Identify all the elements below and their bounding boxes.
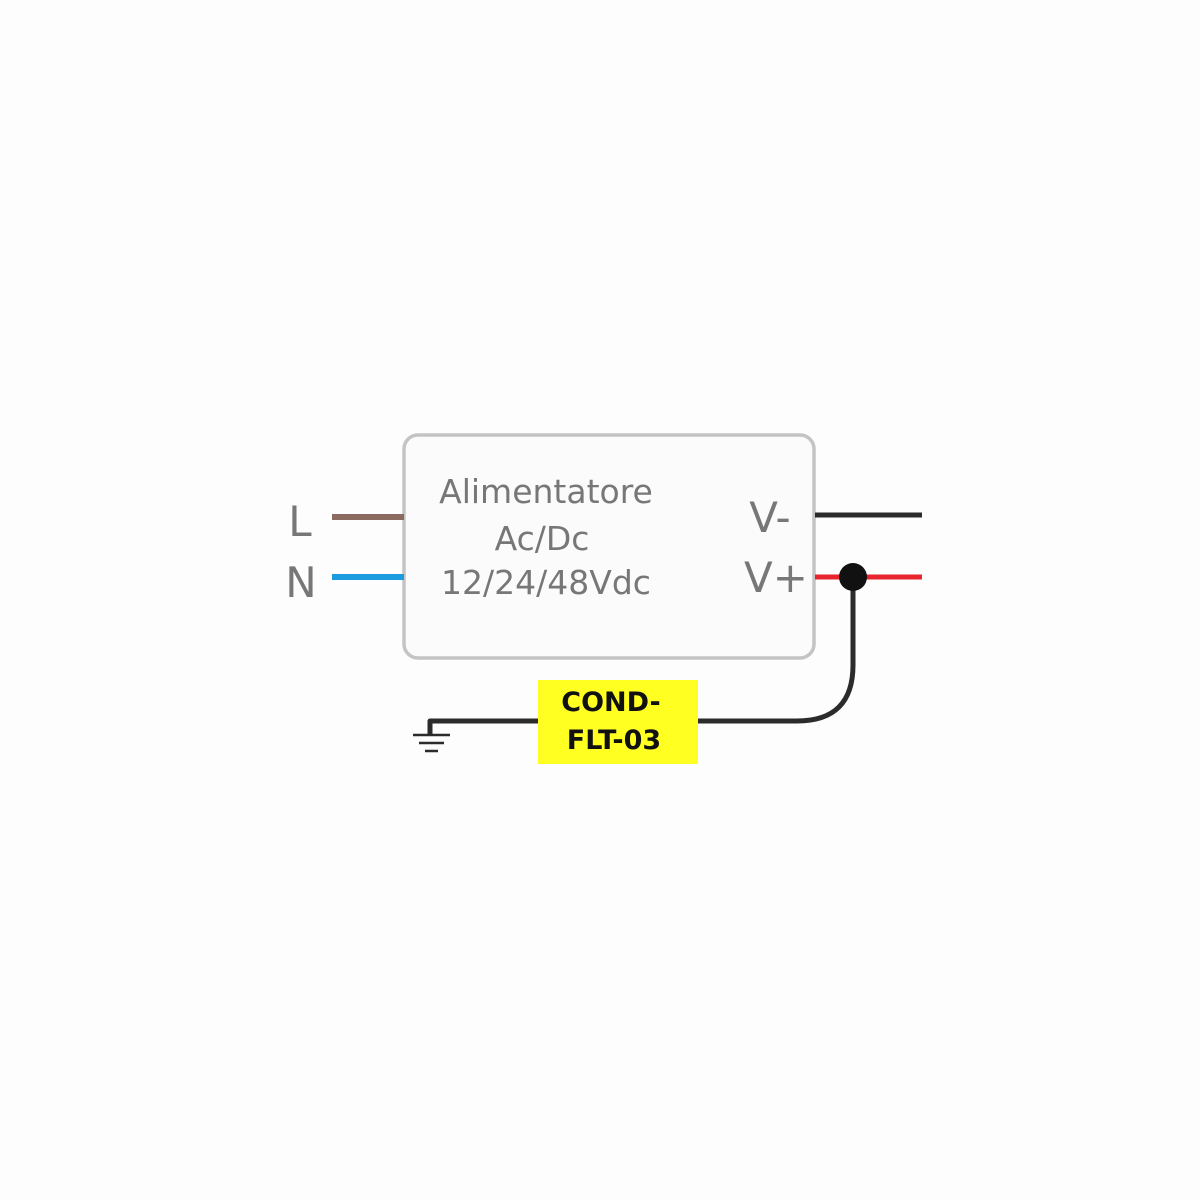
capacitor-label-line2: FLT-03: [567, 725, 661, 756]
power-supply-title-line1: Alimentatore: [439, 472, 653, 511]
capacitor-label-line1: COND-: [561, 687, 660, 718]
ground-wire: [427, 577, 856, 735]
v-plus-label: V+: [744, 553, 808, 602]
line-label: L: [288, 497, 312, 546]
junction-dot: [839, 563, 867, 591]
power-supply-title-line3: 12/24/48Vdc: [441, 563, 651, 602]
ground-icon: [413, 733, 450, 753]
v-minus-label: V-: [749, 493, 790, 542]
power-supply-box: [402, 433, 816, 660]
power-supply-title-line2: Ac/Dc: [495, 519, 590, 558]
neutral-label: N: [285, 558, 316, 607]
capacitor-block: [538, 680, 698, 764]
